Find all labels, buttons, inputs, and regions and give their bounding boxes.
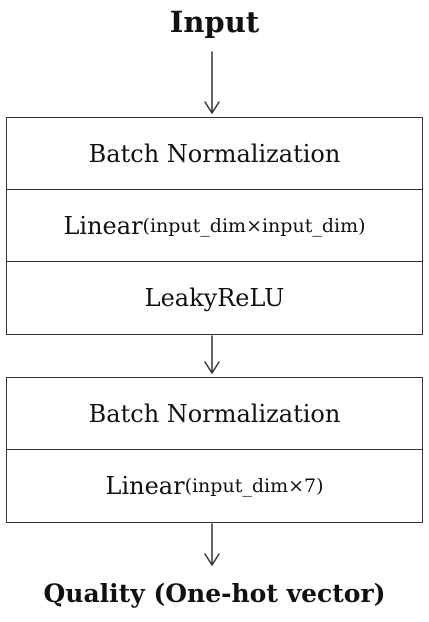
linear-layer-1: Linear(input_dim×input_dim) (7, 190, 422, 262)
output-label: Quality (One-hot vector) (43, 579, 386, 608)
layer-name: Linear (105, 472, 185, 500)
layer-name: Linear (63, 211, 143, 240)
arrow-block2-to-output (204, 523, 220, 566)
arrow-block1-to-block2 (204, 335, 220, 374)
arrow-input-to-block1 (204, 51, 220, 114)
hidden-layer-block: Batch Normalization Linear(input_dim×inp… (6, 117, 423, 335)
input-label: Input (169, 5, 260, 39)
layer-dimensions: (input_dim×7) (184, 475, 324, 497)
leaky-relu-layer: LeakyReLU (7, 262, 422, 334)
linear-layer-2: Linear(input_dim×7) (7, 450, 422, 522)
layer-name: Batch Normalization (88, 139, 341, 168)
batch-norm-layer-1: Batch Normalization (7, 118, 422, 190)
batch-norm-layer-2: Batch Normalization (7, 378, 422, 450)
layer-name: LeakyReLU (144, 284, 285, 312)
layer-dimensions: (input_dim×input_dim) (142, 214, 366, 237)
output-layer-block: Batch Normalization Linear(input_dim×7) (6, 377, 423, 523)
layer-name: Batch Normalization (88, 399, 341, 428)
